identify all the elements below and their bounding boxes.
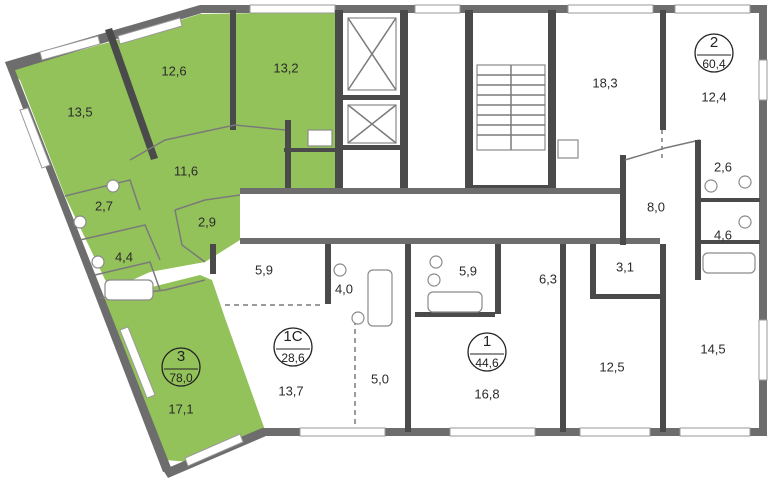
room-area-label: 4,6 (714, 227, 732, 242)
room-area-label: 4,0 (335, 281, 353, 296)
apartment-badge-3[interactable]: 3 78,0 (161, 347, 201, 387)
apartment-badge-2[interactable]: 2 60,4 (694, 33, 734, 73)
apartment-badge-1[interactable]: 1 44,6 (467, 332, 507, 372)
room-area-label: 5,0 (371, 371, 389, 386)
room-area-label: 5,9 (459, 263, 477, 278)
room-area-label: 12,5 (599, 359, 624, 374)
room-area-label: 13,5 (67, 104, 92, 119)
room-area-label: 18,3 (592, 75, 617, 90)
room-area-label: 2,6 (714, 159, 732, 174)
apartment-area: 60,4 (702, 57, 726, 71)
apartment-area: 78,0 (169, 371, 193, 385)
apartment-area: 28,6 (281, 351, 305, 365)
apartment-number: 1С (283, 328, 302, 345)
room-area-label: 8,0 (647, 199, 665, 214)
room-area-label: 14,5 (700, 341, 725, 356)
apt3-upper-fill (10, 12, 335, 290)
room-labels: 13,5 12,6 13,2 11,6 2,7 2,9 4,4 17,1 18,… (67, 60, 732, 416)
apartment-badge-1c[interactable]: 1С 28,6 (273, 327, 313, 367)
staircase (476, 64, 546, 151)
bath-fixtures (73, 129, 756, 327)
interior-walls (64, 10, 760, 432)
room-area-label: 13,2 (273, 60, 298, 75)
room-area-label: 4,4 (115, 249, 133, 264)
room-area-label: 6,3 (539, 271, 557, 286)
room-area-label: 2,9 (198, 214, 216, 229)
windows (19, 4, 768, 467)
room-area-label: 5,9 (255, 262, 273, 277)
room-area-label: 13,7 (278, 383, 303, 398)
elevator-shafts (347, 17, 397, 144)
apartment-number: 2 (710, 34, 718, 51)
room-area-label: 16,8 (474, 386, 499, 401)
room-area-label: 2,7 (95, 198, 113, 213)
apartment-number: 3 (177, 348, 185, 365)
room-area-label: 3,1 (616, 259, 634, 274)
apartment-area: 44,6 (475, 356, 499, 370)
apartment-number: 1 (483, 333, 491, 350)
room-area-label: 11,6 (174, 163, 198, 178)
room-area-label: 17,1 (168, 401, 193, 416)
room-area-label: 12,6 (161, 63, 186, 78)
room-area-label: 12,4 (701, 89, 726, 104)
